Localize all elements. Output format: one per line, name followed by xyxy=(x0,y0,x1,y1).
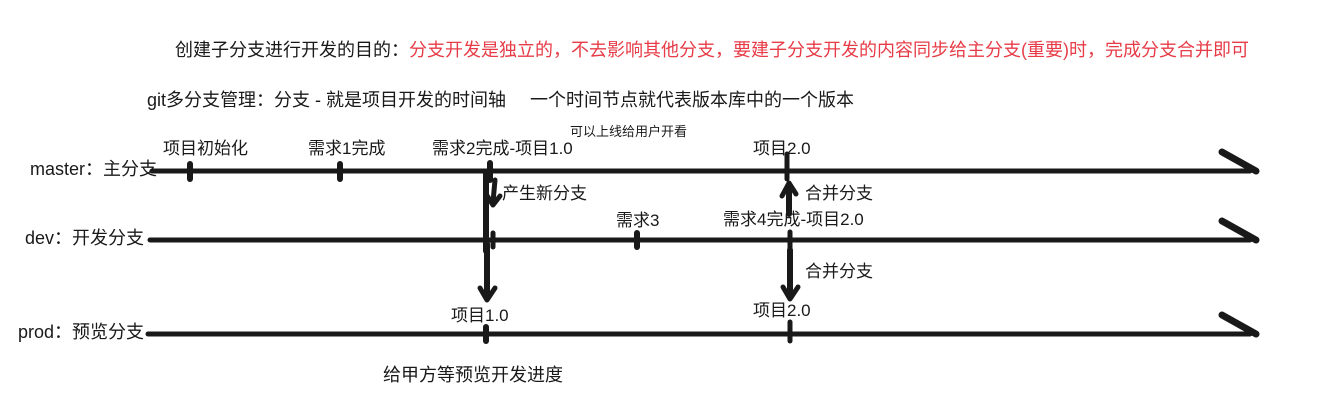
git-note-right: 一个时间节点就代表版本库中的一个版本 xyxy=(530,90,854,110)
dev-to-prod-arrow-head xyxy=(477,285,498,303)
dev-timeline-arrowhead xyxy=(1218,217,1260,244)
dev-branch-label: dev：开发分支 xyxy=(25,228,145,248)
milestone-prod-v2: 项目2.0 xyxy=(753,301,811,320)
purpose-note-label: 创建子分支进行开发的目的： xyxy=(175,40,409,60)
merge-to-prod-label: 合并分支 xyxy=(805,262,873,281)
create-branch-arrow-shaft xyxy=(490,177,498,205)
master-branch-label: master：主分支 xyxy=(30,159,158,179)
milestone-req2-done-v1: 需求2完成-项目1.0 xyxy=(432,139,573,158)
purpose-note: 创建子分支进行开发的目的：分支开发是独立的，不去影响其他分支，要建子分支开发的内… xyxy=(175,40,1249,61)
preview-progress-note: 给甲方等预览开发进度 xyxy=(383,365,563,385)
milestone-project-init: 项目初始化 xyxy=(163,139,248,158)
milestone-req3: 需求3 xyxy=(616,211,660,230)
milestone-master-v2: 项目2.0 xyxy=(753,139,811,158)
purpose-note-detail: 分支开发是独立的，不去影响其他分支，要建子分支开发的内容同步给主分支(重要)时，… xyxy=(409,40,1249,60)
master-timeline-arrowhead xyxy=(1218,148,1260,175)
merge-up-arrow-head xyxy=(779,180,799,199)
release-note: 可以上线给用户开看 xyxy=(570,124,688,139)
milestone-prod-v1: 项目1.0 xyxy=(451,306,509,325)
create-branch-label: 产生新分支 xyxy=(502,184,587,203)
merge-down-arrow-head xyxy=(780,284,801,302)
git-note-left: git多分支管理：分支 - 就是项目开发的时间轴 xyxy=(147,90,507,110)
milestone-req4-done-v2: 需求4完成-项目2.0 xyxy=(723,210,864,229)
milestone-req1-done: 需求1完成 xyxy=(308,139,386,158)
prod-timeline-arrowhead xyxy=(1218,311,1260,338)
prod-branch-label: prod：预览分支 xyxy=(18,322,145,342)
create-branch-arrow-head xyxy=(483,191,503,208)
merge-to-master-label: 合并分支 xyxy=(805,184,873,203)
